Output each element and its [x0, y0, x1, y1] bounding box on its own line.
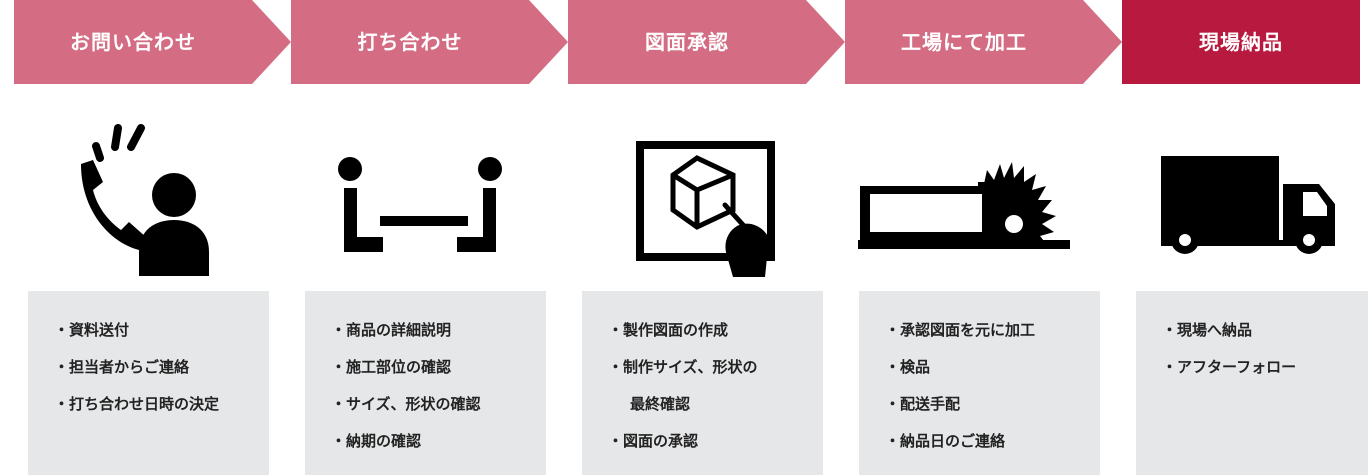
step-meeting: 打ち合わせ ・商品の詳細説明 ・施工部位の確認 ・サイズ、形状の確認 ・納期の確…: [291, 0, 568, 475]
meeting-icon: [291, 112, 529, 277]
description-item: ・承認図面を元に加工: [885, 321, 1036, 339]
drawing-approval-icon: [568, 112, 806, 277]
step-arrow: 打ち合わせ: [291, 0, 568, 84]
step-factory-processing: 工場にて加工 ・承認図面を元に加工 ・検品 ・配送手配 ・納品日のご連絡: [845, 0, 1122, 475]
description-item: 最終確認: [630, 395, 691, 413]
description-item: ・商品の詳細説明: [331, 321, 452, 339]
description-item: ・担当者からご連絡: [54, 358, 190, 376]
description-item: ・打ち合わせ日時の決定: [54, 395, 220, 413]
step-label: 現場納品: [1199, 30, 1283, 54]
step-arrow: お問い合わせ: [14, 0, 291, 84]
phone-call-icon: [14, 112, 252, 277]
step-label: 図面承認: [645, 30, 729, 54]
description-item: ・納品日のご連絡: [885, 432, 1006, 450]
step-label: お問い合わせ: [70, 30, 196, 54]
description-item: ・アフターフォロー: [1162, 358, 1297, 376]
step-arrow-active: 現場納品: [1122, 0, 1368, 84]
step-label: 打ち合わせ: [357, 30, 463, 54]
step-label: 工場にて加工: [901, 30, 1027, 54]
step-arrow: 図面承認: [568, 0, 845, 84]
description-item: ・納期の確認: [331, 432, 422, 450]
step-drawing-approval: 図面承認 ・製作図面の作成 ・制作サイズ、形状の 最終確認 ・図面の承認: [568, 0, 845, 475]
description-item: ・現場へ納品: [1162, 321, 1253, 339]
step-description: ・商品の詳細説明 ・施工部位の確認 ・サイズ、形状の確認 ・納期の確認: [305, 291, 546, 475]
description-item: ・図面の承認: [608, 432, 699, 450]
step-arrow: 工場にて加工: [845, 0, 1122, 84]
description-item: ・製作図面の作成: [608, 321, 729, 339]
step-site-delivery: 現場納品 ・現場へ納品 ・アフターフォロー: [1122, 0, 1368, 475]
step-description: ・資料送付 ・担当者からご連絡 ・打ち合わせ日時の決定: [28, 291, 269, 475]
description-item: ・配送手配: [885, 395, 961, 413]
saw-machine-icon: [845, 112, 1083, 277]
step-description: ・製作図面の作成 ・制作サイズ、形状の 最終確認 ・図面の承認: [582, 291, 823, 475]
step-description: ・承認図面を元に加工 ・検品 ・配送手配 ・納品日のご連絡: [859, 291, 1100, 475]
description-item: ・施工部位の確認: [331, 358, 452, 376]
description-item: ・サイズ、形状の確認: [331, 395, 481, 413]
step-inquiry: お問い合わせ ・資料送付 ・担当者からご連絡 ・打ち合わせ日時の決定: [14, 0, 291, 475]
step-description: ・現場へ納品 ・アフターフォロー: [1136, 291, 1368, 475]
description-item: ・制作サイズ、形状の: [608, 358, 758, 376]
delivery-truck-icon: [1122, 112, 1360, 277]
description-item: ・検品: [885, 358, 931, 376]
description-item: ・資料送付: [54, 321, 130, 339]
